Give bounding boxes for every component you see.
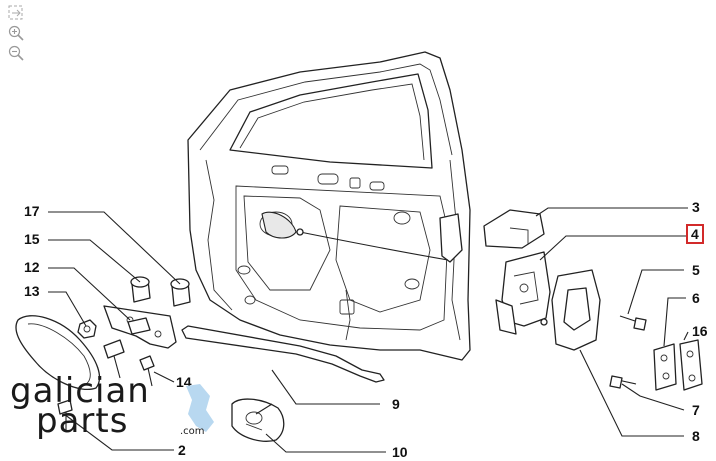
screw-14 xyxy=(103,339,155,387)
seal-cover-8 xyxy=(551,269,601,351)
callout-8: 8 xyxy=(692,428,700,444)
callout-12: 12 xyxy=(24,259,40,275)
hinge-bracket-12 xyxy=(103,305,177,349)
watermark-line1: galician xyxy=(10,371,150,411)
cable-loop xyxy=(15,315,101,390)
callout-2: 2 xyxy=(178,442,186,458)
callout-4-highlighted[interactable]: 4 xyxy=(686,224,704,244)
shim-16 xyxy=(679,339,703,391)
callout-10: 10 xyxy=(392,444,408,460)
bushing-17 xyxy=(170,278,191,307)
rod-9 xyxy=(181,325,385,383)
door-shell xyxy=(187,51,471,361)
door-latch-4 xyxy=(495,251,551,335)
callout-9: 9 xyxy=(392,396,400,412)
striker-6 xyxy=(653,343,677,391)
callout-16: 16 xyxy=(692,323,708,339)
watermark-logo: galician parts .com xyxy=(10,374,230,444)
screw-7 xyxy=(609,375,637,389)
callout-7: 7 xyxy=(692,402,700,418)
callout-15: 15 xyxy=(24,231,40,247)
callout-5: 5 xyxy=(692,262,700,278)
bracket-3 xyxy=(483,209,545,249)
screw-5 xyxy=(619,315,647,331)
handle-bracket-10 xyxy=(231,398,285,442)
callout-13: 13 xyxy=(24,283,40,299)
fit-to-page-icon[interactable] xyxy=(6,4,26,22)
callout-3: 3 xyxy=(692,199,700,215)
nut-13 xyxy=(77,319,97,339)
bushing-15 xyxy=(130,276,151,303)
zoom-in-icon[interactable] xyxy=(6,24,26,42)
callout-17: 17 xyxy=(24,203,40,219)
zoom-out-icon[interactable] xyxy=(6,44,26,62)
watermark-line2: parts xyxy=(36,401,129,441)
watermark-suffix: .com xyxy=(180,426,205,437)
map-shape-icon xyxy=(186,384,214,432)
callout-6: 6 xyxy=(692,290,700,306)
leader-lines xyxy=(48,207,689,453)
